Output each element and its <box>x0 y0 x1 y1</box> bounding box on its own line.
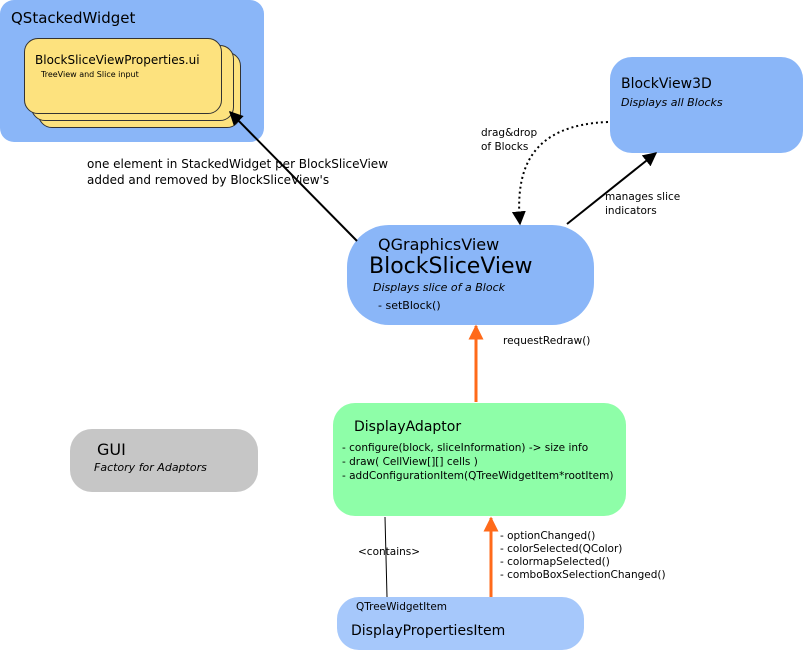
displaypropertiesitem-box: QTreeWidgetItem DisplayPropertiesItem <box>337 597 584 650</box>
blocksliceview-box: QGraphicsView BlockSliceView Displays sl… <box>347 225 594 325</box>
stacked-note-line-2: added and removed by BlockSliceView's <box>87 173 330 187</box>
blocksliceview-method: - setBlock() <box>378 299 441 312</box>
stacked-note-line-1: one element in StackedWidget per BlockSl… <box>87 157 389 171</box>
manages-label-line-1: manages slice <box>605 191 681 203</box>
request-redraw-label: requestRedraw() <box>503 335 591 347</box>
signal-option-changed: - optionChanged() <box>500 530 596 542</box>
displaypropertiesitem-title: DisplayPropertiesItem <box>351 623 506 639</box>
blockview3d-description: Displays all Blocks <box>621 96 723 109</box>
ui-file-name: BlockSliceViewProperties.ui <box>35 53 200 67</box>
displayadaptor-method-draw: - draw( CellView[][] cells ) <box>342 456 478 468</box>
contains-label: <contains> <box>358 546 421 558</box>
displayadaptor-method-addconfig: - addConfigurationItem(QTreeWidgetItem*r… <box>342 470 614 482</box>
gui-title: GUI <box>97 440 126 459</box>
blocksliceview-base-class: QGraphicsView <box>378 235 500 254</box>
displayadaptor-box: DisplayAdaptor - configure(block, sliceI… <box>333 403 626 516</box>
ui-card-front: BlockSliceViewProperties.ui TreeView and… <box>24 38 222 114</box>
gui-box: GUI Factory for Adaptors <box>70 429 258 492</box>
arrow-blocksliceview-to-stackedwidget <box>229 111 358 242</box>
arrow-dragdrop-blockview3d-to-blocksliceview <box>511 121 609 226</box>
signal-color-selected: - colorSelected(QColor) <box>500 543 623 555</box>
manages-label-line-2: indicators <box>605 205 657 217</box>
signal-combobox-changed: - comboBoxSelectionChanged() <box>500 569 666 581</box>
qstackedwidget-box: QStackedWidget BlockSliceViewProperties.… <box>0 0 264 142</box>
blockview3d-title: BlockView3D <box>621 76 712 92</box>
signal-colormap-selected: - colormapSelected() <box>500 556 610 568</box>
qstackedwidget-title: QStackedWidget <box>11 9 136 27</box>
displaypropertiesitem-base-class: QTreeWidgetItem <box>356 601 448 613</box>
blocksliceview-title: BlockSliceView <box>369 254 533 279</box>
displayadaptor-title: DisplayAdaptor <box>354 419 462 435</box>
displayadaptor-method-configure: - configure(block, sliceInformation) -> … <box>342 442 589 454</box>
ui-file-description: TreeView and Slice input <box>41 70 139 79</box>
gui-description: Factory for Adaptors <box>94 461 207 474</box>
arrow-blocksliceview-to-blockview3d <box>566 152 658 225</box>
blockview3d-box: BlockView3D Displays all Blocks <box>610 57 803 153</box>
line-contains <box>384 516 388 598</box>
dragdrop-label-line-1: drag&drop <box>481 127 538 139</box>
dragdrop-label-line-2: of Blocks <box>481 141 529 153</box>
blocksliceview-description: Displays slice of a Block <box>373 281 506 294</box>
